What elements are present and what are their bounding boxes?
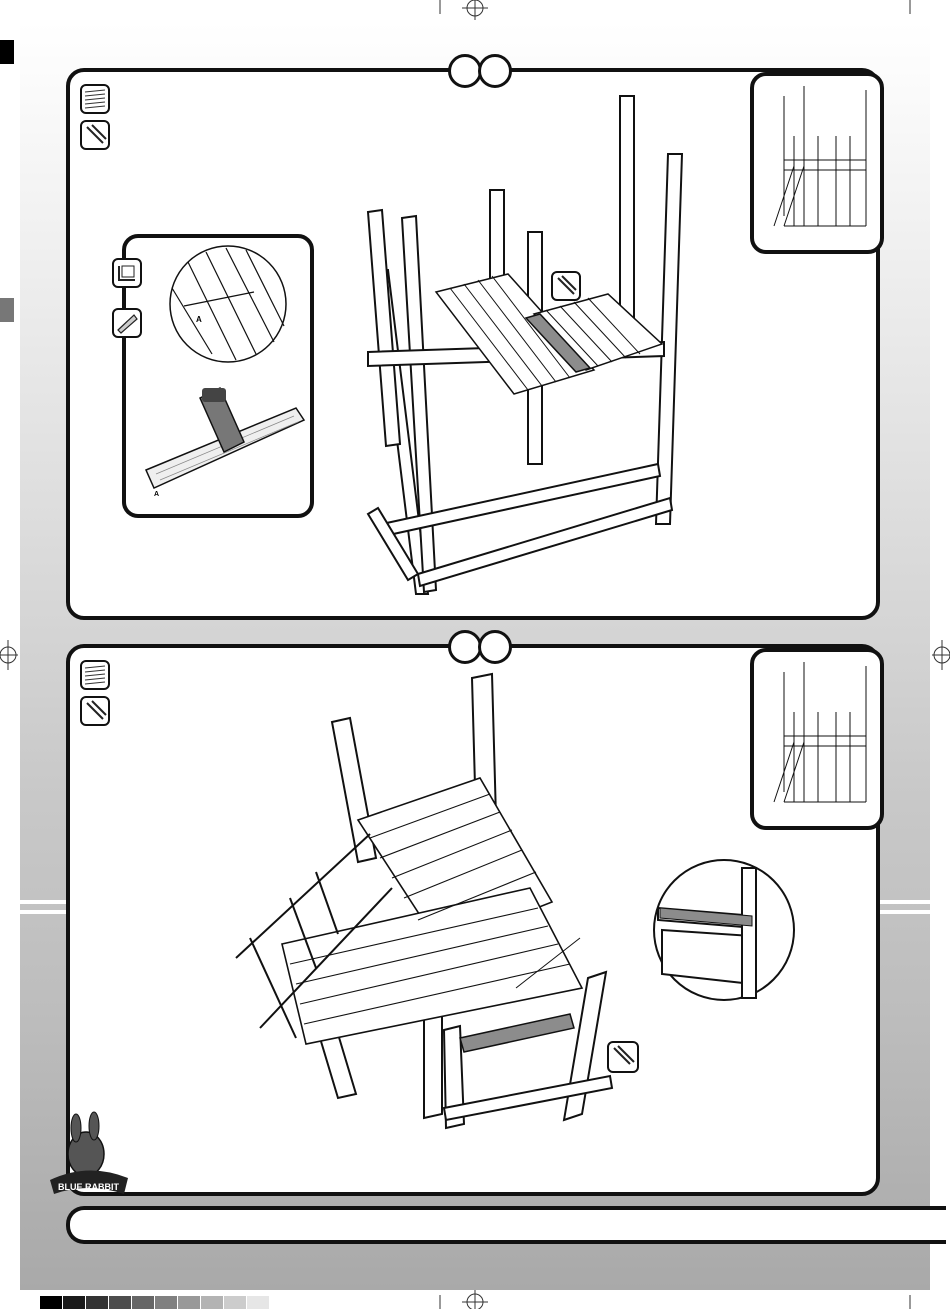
blue-rabbit-logo: BLUE RABBIT [44,1118,134,1198]
wood-panel-icon [80,660,110,690]
color-calibration-strip [40,1296,270,1309]
step-1-panel: A A [66,68,880,620]
logo-text: BLUE RABBIT [58,1182,119,1192]
saw-icon [112,308,142,338]
screw-icon [80,696,110,726]
board-label-a: A [196,315,202,324]
wood-panel-icon [80,84,110,114]
step-number-badge [478,54,512,88]
step-2-panel [66,644,880,1196]
frame-assembly-drawing [358,84,738,614]
screw-icon [80,120,110,150]
cut-detail-drawing: A A [126,238,310,514]
step-number-badge [448,54,482,88]
overview-thumbnail [750,648,884,830]
footer-bar [66,1206,946,1244]
zoom-detail-drawing [652,858,802,1008]
square-icon [112,258,142,288]
detail-inset: A A [122,234,314,518]
overview-thumbnail [750,72,884,254]
cut-label-a: A [154,491,159,498]
